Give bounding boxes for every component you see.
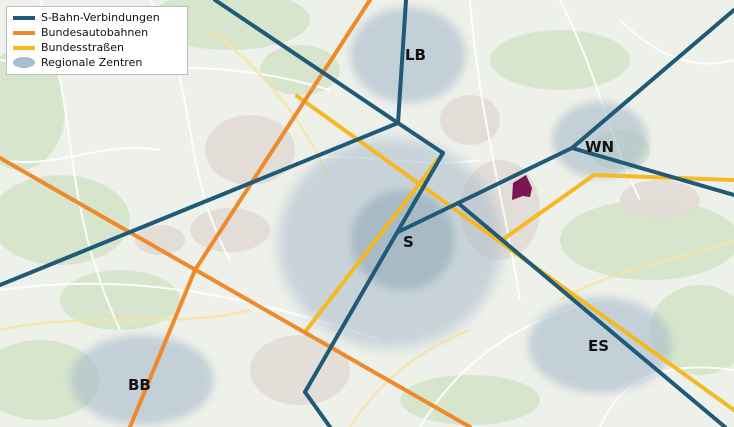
legend-label-autobahn: Bundesautobahnen	[41, 26, 149, 39]
legend-item-sbahn: S-Bahn-Verbindungen	[13, 10, 181, 25]
highlighted-area	[512, 175, 532, 200]
legend-label-center: Regionale Zentren	[41, 56, 143, 69]
bundesstrasse-swatch	[13, 45, 35, 50]
autobahn-swatch	[13, 30, 35, 35]
legend-label-bundesstrasse: Bundesstraßen	[41, 41, 124, 54]
center-area-bb	[70, 335, 214, 425]
legend-item-autobahn: Bundesautobahnen	[13, 25, 181, 40]
bundesautobahnen	[0, 0, 472, 427]
center-area-es	[528, 297, 672, 393]
legend-item-bundesstrasse: Bundesstraßen	[13, 40, 181, 55]
label-s: S	[403, 233, 414, 251]
label-wn: WN	[585, 138, 614, 156]
label-bb: BB	[128, 376, 151, 394]
center-swatch	[13, 57, 35, 68]
center-labels: LB WN S ES BB	[128, 46, 614, 394]
label-lb: LB	[405, 46, 426, 64]
label-es: ES	[588, 337, 609, 355]
legend-item-center: Regionale Zentren	[13, 55, 181, 70]
center-area-lb	[350, 7, 466, 103]
center-area-wn	[552, 102, 648, 178]
legend-label-sbahn: S-Bahn-Verbindungen	[41, 11, 160, 24]
sbahn-swatch	[13, 15, 35, 20]
map-legend: S-Bahn-Verbindungen Bundesautobahnen Bun…	[6, 6, 188, 75]
